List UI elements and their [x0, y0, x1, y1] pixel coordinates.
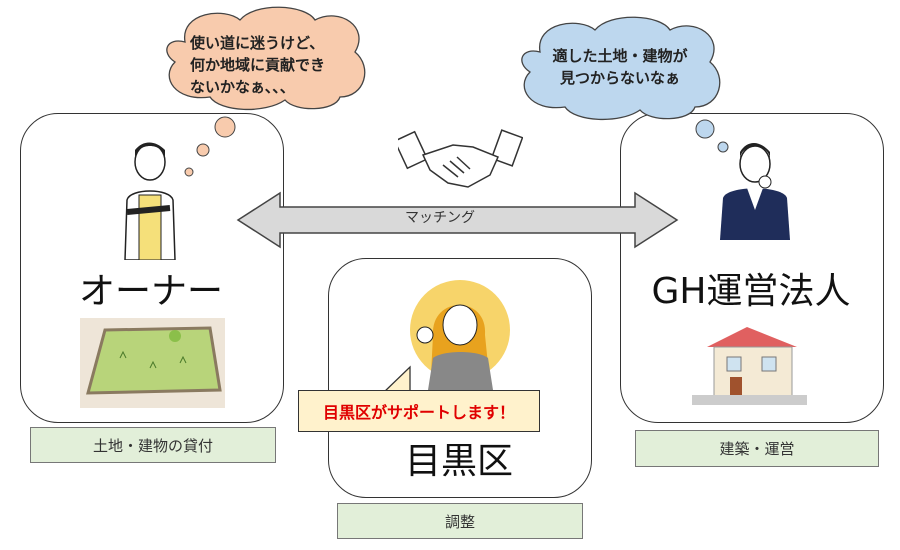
- matching-label: マッチング: [405, 210, 475, 226]
- owner-person-illustration: [124, 142, 176, 260]
- corp-thought-line: 適した土地・建物が: [552, 47, 688, 65]
- corp-thought-line: 見つからないなぁ: [559, 69, 680, 87]
- vacant-land-illustration: [80, 318, 225, 408]
- owner-thought-line: ないかなぁ、、、: [190, 78, 295, 96]
- meguro-role-label: 調整: [337, 503, 583, 539]
- owner-thought-line: 何か地域に貢献でき: [190, 56, 326, 74]
- support-callout: 目黒区がサポートします！: [298, 390, 540, 432]
- corp-thought-cloud: [521, 16, 729, 153]
- corp-role-label: 建築・運営: [635, 430, 879, 467]
- corp-title: GH運営法人: [651, 271, 851, 312]
- meguro-staff-illustration: [410, 280, 510, 390]
- handshake-icon: [398, 129, 523, 188]
- matching-arrow: [236, 191, 679, 249]
- house-illustration: [692, 327, 807, 405]
- owner-thought-cloud: [166, 6, 366, 177]
- corp-person-illustration: [720, 143, 790, 240]
- meguro-title: 目黒区: [404, 441, 513, 482]
- owner-title: オーナー: [78, 271, 223, 312]
- owner-role-label: 土地・建物の貸付: [30, 427, 276, 463]
- owner-thought-line: 使い道に迷うけど、: [190, 34, 325, 52]
